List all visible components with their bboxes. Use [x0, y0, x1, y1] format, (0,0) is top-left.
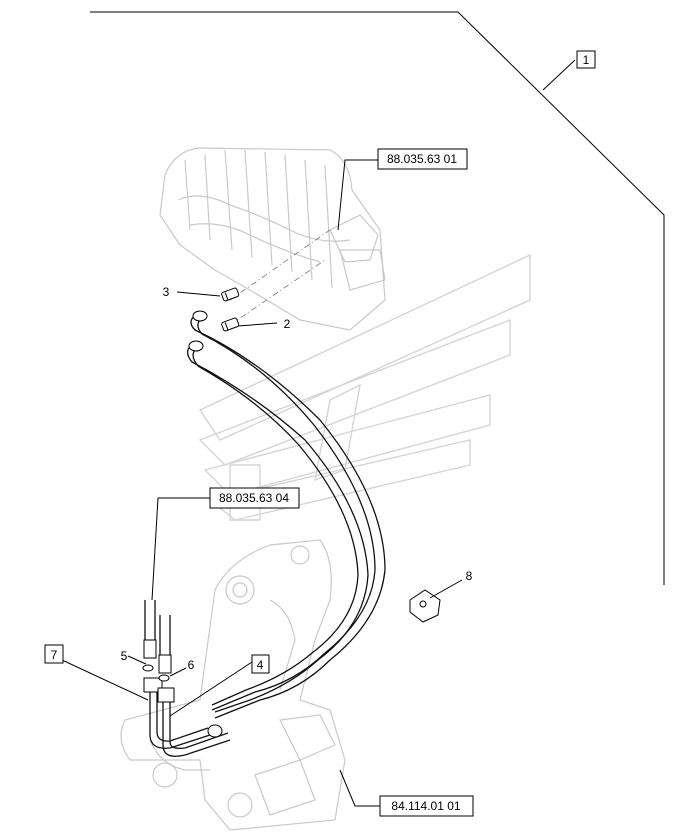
- fitting-2: [221, 317, 240, 332]
- ref-swing-frame: 84.114.01 01: [391, 799, 461, 813]
- callout-8: 8: [466, 569, 473, 583]
- callout-6: 6: [188, 658, 195, 672]
- callout-labels: 1 3 2 88.035.63 01 88.035.63 04 7 5 6 4 …: [44, 50, 596, 817]
- leader-lines: [61, 159, 463, 807]
- ref-box-swing-frame: [379, 795, 474, 817]
- hydraulic-hoses: [187, 310, 386, 719]
- ref-box-hose: [209, 487, 300, 509]
- watermark-logo: [198, 253, 531, 521]
- callout-3: 3: [163, 285, 170, 299]
- callout-box-1: [576, 50, 596, 69]
- callout-box-7: [44, 644, 64, 664]
- callout-5: 5: [121, 649, 128, 663]
- callout-4: 4: [257, 658, 264, 672]
- callout-box-4: [251, 654, 270, 674]
- fitting-3: [221, 287, 240, 302]
- ref-box-control-valve: [377, 148, 468, 170]
- callout-7: 7: [51, 648, 58, 662]
- callout-1: 1: [583, 53, 590, 67]
- callout-2: 2: [284, 317, 291, 331]
- assembly-bracket: [90, 11, 665, 585]
- clip-8: [409, 589, 441, 623]
- ref-hose: 88.035.63 04: [219, 491, 289, 505]
- ref-control-valve: 88.035.63 01: [387, 152, 457, 166]
- adapter-hoses: [142, 600, 172, 682]
- short-hoses: [143, 677, 231, 757]
- control-valve-ghost: [159, 147, 386, 331]
- swing-frame-ghost: [120, 539, 346, 831]
